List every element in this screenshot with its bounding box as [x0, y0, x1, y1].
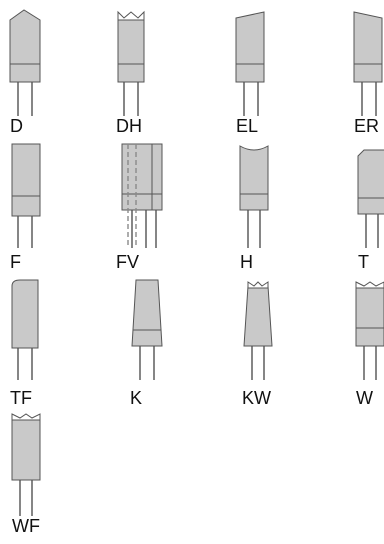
tip-el-label: EL [236, 116, 259, 136]
tip-er-label: ER [354, 116, 380, 136]
tip-wf: WF [10, 412, 100, 544]
tip-h-label: H [240, 252, 253, 272]
tip-d-label: D [10, 116, 23, 136]
tip-d: D [8, 8, 98, 140]
tip-f-label: F [10, 252, 21, 272]
tip-dh-shape [117, 10, 145, 116]
tip-t: T [356, 144, 384, 276]
tip-el: EL [234, 8, 324, 140]
tip-er-shape [353, 11, 383, 116]
tip-kw-label: KW [242, 388, 271, 408]
tip-wf-shape [11, 413, 41, 516]
tip-k: K [128, 279, 218, 412]
tip-f: F [8, 143, 98, 276]
tip-h: H [238, 144, 328, 276]
tip-w: W [354, 280, 384, 412]
tip-d-shape [9, 9, 41, 116]
tip-k-label: K [130, 388, 143, 408]
tip-tf-shape [11, 279, 39, 380]
tip-t-shape [357, 149, 384, 248]
tip-dh-label: DH [116, 116, 142, 136]
tip-fv: FV [114, 143, 204, 276]
tip-kw: KW [240, 280, 330, 412]
tip-w-label: W [356, 388, 373, 408]
tip-h-shape [239, 145, 269, 248]
tip-kw-shape [243, 281, 273, 380]
tip-tf: TF [8, 279, 98, 412]
tip-f-shape [11, 143, 41, 248]
tip-el-shape [235, 11, 265, 116]
tip-w-shape [355, 281, 384, 380]
tip-k-shape [131, 279, 163, 380]
tip-t-label: T [358, 252, 369, 272]
tip-er: ER [352, 8, 384, 140]
tip-fv-label: FV [116, 252, 140, 272]
tip-dh: DH [114, 8, 204, 140]
tip-wf-label: WF [12, 516, 40, 536]
tip-fv-shape [121, 143, 163, 248]
tip-tf-label: TF [10, 388, 32, 408]
